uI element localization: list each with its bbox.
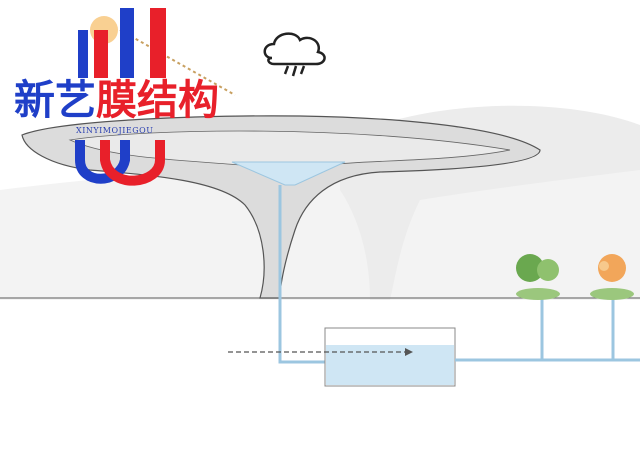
tank-water: [326, 345, 454, 385]
flower-bush-icon: [590, 254, 634, 300]
tree-icon: [516, 254, 560, 300]
water-funnel: [231, 161, 346, 186]
drain-pipe: [278, 185, 325, 364]
canopy-inner: [68, 130, 511, 166]
logo-mark: [75, 8, 166, 186]
sun-ray-dotted: [119, 29, 236, 96]
arrow-head: [405, 348, 413, 356]
logo-text-red: 膜结构: [96, 76, 219, 124]
logo-subtitle: XINYIMOJIEGOU: [76, 126, 154, 135]
logo-text: 新艺膜结构: [14, 78, 219, 122]
rain-cloud-icon: [263, 32, 326, 77]
logo-text-blue: 新艺: [14, 76, 96, 124]
